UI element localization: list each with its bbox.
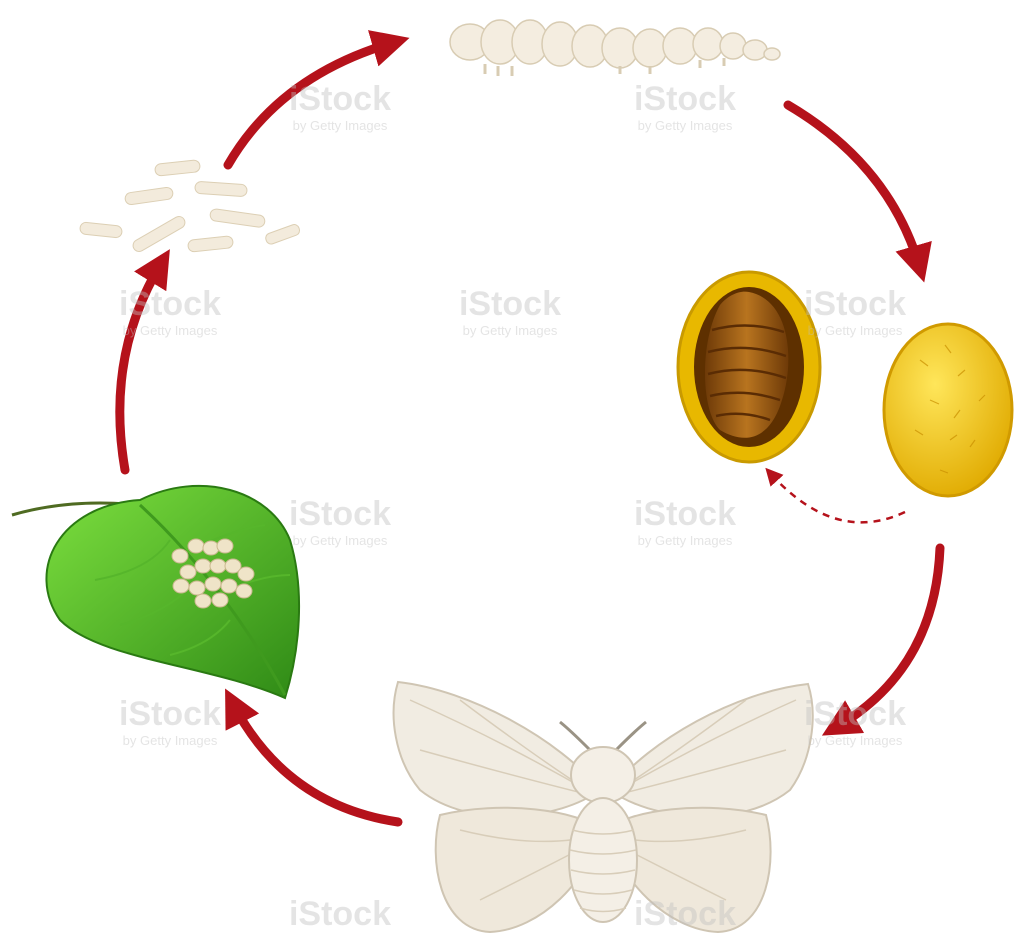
svg-text:iStock: iStock bbox=[289, 495, 391, 533]
arrow-cocoon-to-cutaway-dashed bbox=[765, 467, 906, 524]
svg-text:by Getty Images: by Getty Images bbox=[638, 533, 733, 548]
arrow-leaf-to-hatchlings bbox=[115, 249, 170, 475]
svg-text:by Getty Images: by Getty Images bbox=[293, 118, 388, 133]
svg-text:iStock: iStock bbox=[804, 285, 906, 323]
svg-text:by Getty Images: by Getty Images bbox=[638, 118, 733, 133]
svg-text:iStock: iStock bbox=[119, 285, 221, 323]
arrow-moth-to-leaf bbox=[225, 688, 403, 827]
svg-text:iStock: iStock bbox=[634, 80, 736, 118]
svg-text:iStock: iStock bbox=[289, 80, 391, 118]
svg-text:iStock: iStock bbox=[119, 695, 221, 733]
svg-text:by Getty Images: by Getty Images bbox=[808, 733, 903, 748]
arrow-silkworm-to-cocoon bbox=[783, 100, 932, 283]
silkworm-larva-icon bbox=[449, 19, 781, 76]
svg-text:iStock: iStock bbox=[634, 895, 736, 933]
svg-text:by Getty Images: by Getty Images bbox=[123, 733, 218, 748]
svg-text:by Getty Images: by Getty Images bbox=[123, 323, 218, 338]
pupa-in-cocoon-icon bbox=[676, 270, 822, 464]
leaf-eggs-icon bbox=[11, 485, 301, 700]
svg-text:iStock: iStock bbox=[289, 895, 391, 933]
arrow-cocoon-to-moth bbox=[821, 543, 945, 736]
young-larvae-icon bbox=[79, 159, 301, 253]
arrow-hatchlings-to-silkworm bbox=[223, 30, 410, 170]
cycle-arrows bbox=[115, 30, 945, 827]
silk-moth-icon bbox=[392, 680, 814, 934]
svg-text:iStock: iStock bbox=[459, 285, 561, 323]
svg-text:iStock: iStock bbox=[634, 495, 736, 533]
svg-text:iStock: iStock bbox=[804, 695, 906, 733]
watermark-logo: iStock by Getty Images iStock by Getty I… bbox=[119, 80, 906, 933]
svg-text:by Getty Images: by Getty Images bbox=[808, 323, 903, 338]
svg-text:by Getty Images: by Getty Images bbox=[293, 533, 388, 548]
cocoon-icon bbox=[882, 322, 1014, 498]
svg-text:by Getty Images: by Getty Images bbox=[463, 323, 558, 338]
